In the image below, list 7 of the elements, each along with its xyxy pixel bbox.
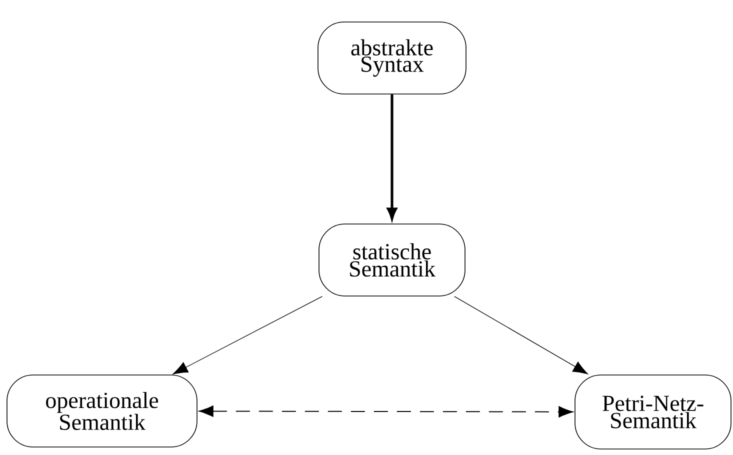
process-box: statische Semantik	[318, 224, 466, 296]
arrow	[172, 296, 323, 374]
arrow	[454, 296, 588, 374]
process-box: abstrakte Syntax	[318, 22, 466, 94]
process-box: Petri-Netz-Semantik	[574, 374, 732, 450]
process-box: operationale Semantik	[6, 374, 198, 448]
arrow	[198, 406, 574, 418]
